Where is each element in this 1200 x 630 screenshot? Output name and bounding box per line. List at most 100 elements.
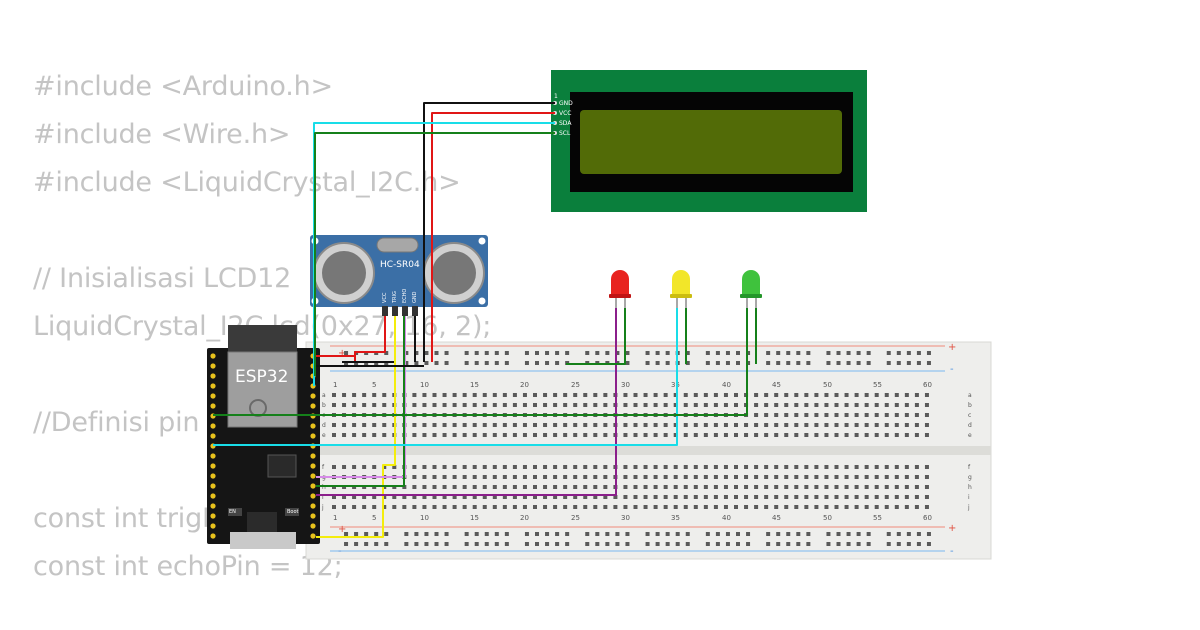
breadboard-hole[interactable] xyxy=(653,505,658,509)
breadboard-hole[interactable] xyxy=(804,475,809,479)
rail-hole[interactable] xyxy=(685,361,690,365)
rail-hole[interactable] xyxy=(826,542,831,546)
breadboard-hole[interactable] xyxy=(442,423,447,427)
breadboard-hole[interactable] xyxy=(583,505,588,509)
breadboard-hole[interactable] xyxy=(924,475,929,479)
breadboard-hole[interactable] xyxy=(814,495,819,499)
breadboard-hole[interactable] xyxy=(703,505,708,509)
breadboard-hole[interactable] xyxy=(472,393,477,397)
rail-hole[interactable] xyxy=(705,532,710,536)
esp32-header-pin[interactable] xyxy=(310,523,316,529)
rail-hole[interactable] xyxy=(896,361,901,365)
breadboard-hole[interactable] xyxy=(553,485,558,489)
breadboard-hole[interactable] xyxy=(884,475,889,479)
rail-hole[interactable] xyxy=(766,532,771,536)
breadboard-hole[interactable] xyxy=(482,485,487,489)
breadboard-hole[interactable] xyxy=(502,393,507,397)
breadboard-hole[interactable] xyxy=(804,413,809,417)
breadboard-hole[interactable] xyxy=(472,433,477,437)
breadboard-hole[interactable] xyxy=(362,465,367,469)
breadboard-hole[interactable] xyxy=(362,505,367,509)
rail-hole[interactable] xyxy=(645,542,650,546)
breadboard-hole[interactable] xyxy=(462,423,467,427)
breadboard-hole[interactable] xyxy=(884,505,889,509)
breadboard-hole[interactable] xyxy=(874,465,879,469)
breadboard-hole[interactable] xyxy=(372,433,377,437)
wire-lcd-scl[interactable] xyxy=(314,132,555,376)
rail-hole[interactable] xyxy=(725,351,730,355)
breadboard-hole[interactable] xyxy=(864,433,869,437)
breadboard-hole[interactable] xyxy=(472,465,477,469)
led-red[interactable] xyxy=(609,270,631,308)
rail-hole[interactable] xyxy=(926,361,931,365)
rail-hole[interactable] xyxy=(665,532,670,536)
breadboard-hole[interactable] xyxy=(663,393,668,397)
rail-hole[interactable] xyxy=(565,532,570,536)
breadboard-hole[interactable] xyxy=(633,475,638,479)
breadboard-hole[interactable] xyxy=(362,433,367,437)
rail-hole[interactable] xyxy=(625,532,630,536)
rail-hole[interactable] xyxy=(444,361,449,365)
breadboard-hole[interactable] xyxy=(482,465,487,469)
breadboard-hole[interactable] xyxy=(784,505,789,509)
rail-hole[interactable] xyxy=(484,361,489,365)
breadboard-hole[interactable] xyxy=(784,475,789,479)
breadboard-hole[interactable] xyxy=(492,423,497,427)
breadboard-hole[interactable] xyxy=(824,485,829,489)
rail-hole[interactable] xyxy=(886,532,891,536)
rail-hole[interactable] xyxy=(886,351,891,355)
esp32-header-pin[interactable] xyxy=(310,473,316,479)
breadboard-hole[interactable] xyxy=(573,423,578,427)
breadboard-hole[interactable] xyxy=(553,465,558,469)
breadboard-hole[interactable] xyxy=(764,433,769,437)
breadboard-hole[interactable] xyxy=(362,393,367,397)
breadboard-hole[interactable] xyxy=(834,465,839,469)
breadboard-hole[interactable] xyxy=(643,505,648,509)
breadboard-hole[interactable] xyxy=(442,485,447,489)
rail-hole[interactable] xyxy=(846,361,851,365)
breadboard-hole[interactable] xyxy=(623,495,628,499)
breadboard-hole[interactable] xyxy=(884,423,889,427)
rail-hole[interactable] xyxy=(645,361,650,365)
rail-hole[interactable] xyxy=(504,542,509,546)
breadboard-hole[interactable] xyxy=(452,485,457,489)
breadboard-hole[interactable] xyxy=(643,403,648,407)
breadboard-hole[interactable] xyxy=(543,433,548,437)
breadboard-hole[interactable] xyxy=(894,423,899,427)
breadboard-hole[interactable] xyxy=(723,475,728,479)
rail-hole[interactable] xyxy=(364,542,369,546)
breadboard-hole[interactable] xyxy=(804,433,809,437)
breadboard-hole[interactable] xyxy=(894,465,899,469)
rail-hole[interactable] xyxy=(615,532,620,536)
breadboard-hole[interactable] xyxy=(643,495,648,499)
breadboard-hole[interactable] xyxy=(533,423,537,427)
breadboard-hole[interactable] xyxy=(794,475,799,479)
breadboard-hole[interactable] xyxy=(442,475,447,479)
breadboard-hole[interactable] xyxy=(472,423,477,427)
breadboard-hole[interactable] xyxy=(764,475,769,479)
breadboard-hole[interactable] xyxy=(412,403,417,407)
breadboard-hole[interactable] xyxy=(784,433,789,437)
breadboard-hole[interactable] xyxy=(764,403,769,407)
rail-hole[interactable] xyxy=(916,532,921,536)
breadboard-hole[interactable] xyxy=(573,485,578,489)
esp32-en-button[interactable] xyxy=(228,508,242,516)
breadboard-hole[interactable] xyxy=(804,505,809,509)
breadboard-hole[interactable] xyxy=(693,423,698,427)
lcd-1602-i2c[interactable]: 1 GND VCC SDA SCL xyxy=(551,70,867,212)
rail-hole[interactable] xyxy=(545,532,550,536)
rail-hole[interactable] xyxy=(866,351,871,355)
breadboard-hole[interactable] xyxy=(764,413,769,417)
breadboard-hole[interactable] xyxy=(563,423,568,427)
breadboard-hole[interactable] xyxy=(834,413,839,417)
rail-hole[interactable] xyxy=(926,542,931,546)
breadboard-hole[interactable] xyxy=(583,495,588,499)
rail-hole[interactable] xyxy=(474,361,479,365)
rail-hole[interactable] xyxy=(715,351,720,355)
breadboard-hole[interactable] xyxy=(824,505,829,509)
breadboard-hole[interactable] xyxy=(703,495,708,499)
breadboard-hole[interactable] xyxy=(663,465,668,469)
breadboard-hole[interactable] xyxy=(834,475,839,479)
breadboard-hole[interactable] xyxy=(502,423,507,427)
